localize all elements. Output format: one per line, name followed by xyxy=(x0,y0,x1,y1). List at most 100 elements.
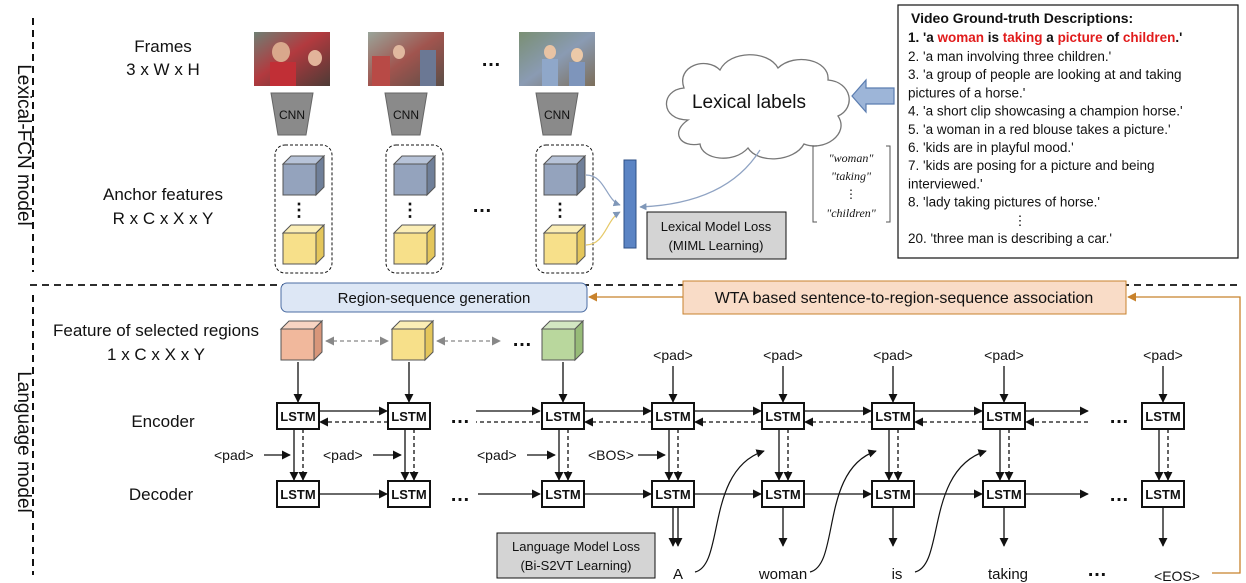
lexical-loss-line1: Lexical Model Loss xyxy=(661,219,772,234)
selected-cube-1 xyxy=(279,319,324,362)
anchor-cube-yellow xyxy=(542,223,587,266)
gt-line: 20. 'three man is describing a car.' xyxy=(908,231,1112,246)
selected-title: Feature of selected regions xyxy=(53,321,259,340)
encoder-lstm-label: LSTM xyxy=(280,409,315,424)
decoder-lstm-label: LSTM xyxy=(875,487,910,502)
blue-cube-to-bar-curve xyxy=(585,174,621,207)
decoder-lstm-label: LSTM xyxy=(545,487,580,502)
gt-line: 2. 'a man involving three children.' xyxy=(908,49,1111,64)
decoder-lstm-label: LSTM xyxy=(280,487,315,502)
encoder-pad-token: <pad> xyxy=(1143,347,1183,363)
anchor-cube-yellow xyxy=(392,223,437,266)
language-loss-box xyxy=(496,532,656,579)
lstm-ellipsis: … xyxy=(450,484,470,506)
encoder-pad-token: <pad> xyxy=(653,347,693,363)
encoder-lstm-cell xyxy=(541,402,585,430)
lexical-words-list: "woman" "taking" ⋮ "children" xyxy=(812,145,891,223)
gt-line: 4. 'a short clip showcasing a champion h… xyxy=(908,104,1183,119)
encoder-lstm-cell xyxy=(871,402,915,430)
selected-ellipsis: … xyxy=(512,329,532,351)
decoder-lstm-label: LSTM xyxy=(765,487,800,502)
lstm-ellipsis: … xyxy=(1109,406,1129,428)
wta-box xyxy=(682,280,1127,315)
svg-text:⋮: ⋮ xyxy=(290,200,308,220)
decoder-input-token: <pad> xyxy=(477,447,517,463)
frame-image-1 xyxy=(254,32,330,86)
anchor-title: Anchor features xyxy=(103,185,223,204)
lstm-ellipsis: … xyxy=(450,406,470,428)
gt-line: interviewed.' xyxy=(908,176,983,191)
encoder-lstm-label: LSTM xyxy=(875,409,910,424)
frame-image-2 xyxy=(368,32,444,86)
encoder-lstm-label: LSTM xyxy=(655,409,690,424)
cnn-block-1: CNN xyxy=(270,92,314,136)
output-word: A xyxy=(673,566,683,583)
yellow-cube-to-bar-curve xyxy=(585,211,621,246)
selected-dims: 1 x C x X x Y xyxy=(107,345,205,364)
svg-text:⋮: ⋮ xyxy=(401,200,419,220)
decoder-lstm-cell xyxy=(541,480,585,508)
decoder-lstm-cell xyxy=(276,480,320,508)
frames-ellipsis: … xyxy=(481,49,501,71)
gt-line: 8. 'lady taking pictures of horse.' xyxy=(908,195,1100,210)
word-feedback-curve xyxy=(914,449,987,573)
output-word: woman xyxy=(758,566,807,583)
svg-text:CNN: CNN xyxy=(393,108,419,122)
lexical-word-woman: "woman" xyxy=(829,151,875,165)
ground-truth-box: Video Ground-truth Descriptions: 1. 'a w… xyxy=(897,4,1239,259)
language-loss-line1: Language Model Loss xyxy=(512,539,640,554)
anchor-group-1: ⋮ xyxy=(274,144,333,274)
gt-lines: 2. 'a man involving three children.'3. '… xyxy=(908,49,1183,246)
encoder-pad-token: <pad> xyxy=(763,347,803,363)
selected-cube-3 xyxy=(540,319,585,362)
cnn-block-2: CNN xyxy=(384,92,428,136)
decoder-label: Decoder xyxy=(129,485,194,504)
anchor-cube-blue xyxy=(281,154,326,197)
eos-token: <EOS> xyxy=(1154,568,1200,583)
anchor-cube-blue xyxy=(392,154,437,197)
encoder-lstm-label: LSTM xyxy=(986,409,1021,424)
encoder-lstm-cell xyxy=(761,402,805,430)
decoder-input-token: <pad> xyxy=(214,447,254,463)
gt-line: 7. 'kids are posing for a picture and be… xyxy=(908,158,1154,173)
anchor-dims: R x C x X x Y xyxy=(113,209,214,228)
encoder-lstm-label: LSTM xyxy=(391,409,426,424)
encoder-lstm-label: LSTM xyxy=(765,409,800,424)
decoder-lstm-label: LSTM xyxy=(391,487,426,502)
frames-dims: 3 x W x H xyxy=(126,60,200,79)
encoder-lstm-cell xyxy=(276,402,320,430)
encoder-lstm-cell xyxy=(1141,402,1185,430)
svg-text:⋮: ⋮ xyxy=(551,200,569,220)
wta-label: WTA based sentence-to-region-sequence as… xyxy=(715,290,1094,307)
gt-line-1: 1. 'a woman is taking a picture of child… xyxy=(908,30,1182,45)
gt-title: Video Ground-truth Descriptions: xyxy=(911,10,1133,26)
language-model-side-label: Language model xyxy=(13,371,34,513)
language-loss-line2: (Bi-S2VT Learning) xyxy=(520,558,631,573)
frames-title: Frames xyxy=(134,37,192,56)
lexical-loss-line2: (MIML Learning) xyxy=(669,238,764,253)
svg-text:CNN: CNN xyxy=(279,108,305,122)
cnn-block-3: CNN xyxy=(535,92,579,136)
svg-text:CNN: CNN xyxy=(544,108,570,122)
word-feedback-curve xyxy=(694,449,765,573)
frame-image-3 xyxy=(519,32,595,86)
output-ellipsis: … xyxy=(1087,559,1107,581)
anchor-cube-yellow xyxy=(281,223,326,266)
output-word: is xyxy=(892,566,903,583)
decoder-lstm-label: LSTM xyxy=(986,487,1021,502)
lexical-word-more: ⋮ xyxy=(845,187,857,201)
region-seq-label: Region-sequence generation xyxy=(338,290,531,307)
lstm-layer: LSTM LSTM LSTM LSTM LSTM LSTM LSTM LSTM LSTM LSTM… xyxy=(214,347,1200,583)
output-word: taking xyxy=(988,566,1028,583)
encoder-lstm-label: LSTM xyxy=(1145,409,1180,424)
lexical-fcn-side-label: Lexical-FCN model xyxy=(13,64,34,226)
lstm-ellipsis: … xyxy=(1109,484,1129,506)
decoder-lstm-label: LSTM xyxy=(1145,487,1180,502)
decoder-lstm-cell xyxy=(387,480,431,508)
anchor-group-3: ⋮ xyxy=(535,144,594,274)
encoder-pad-token: <pad> xyxy=(873,347,913,363)
encoder-label: Encoder xyxy=(131,412,195,431)
anchor-ellipsis: … xyxy=(472,195,492,217)
lexical-labels-cloud: Lexical labels xyxy=(665,54,850,160)
